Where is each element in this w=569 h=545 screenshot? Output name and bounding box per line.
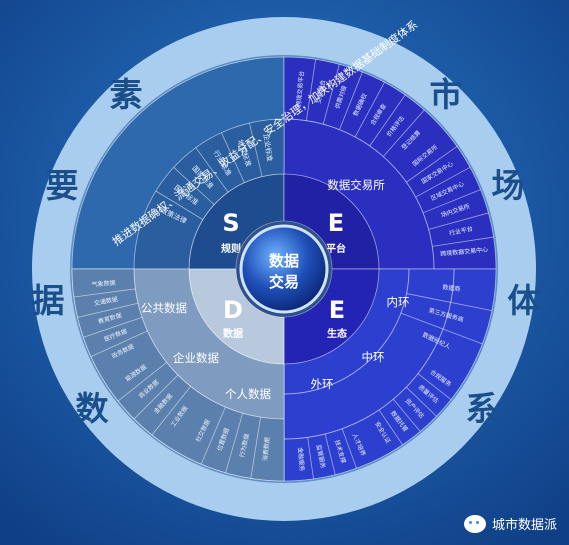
ecology-ring-2 (283, 268, 455, 440)
data-public-div-3 (77, 302, 139, 318)
platform-item-div-1 (406, 146, 458, 183)
data-public-div-2 (83, 316, 143, 338)
watermark: 城市数据派 (463, 514, 557, 533)
ring-char-shi: 市 (430, 75, 463, 114)
hub-title-line2: 交易 (269, 273, 299, 291)
data-outer (71, 268, 285, 482)
platform-fine-div-3 (339, 71, 363, 130)
data-subtitle: 数据 (223, 327, 243, 340)
rules-item-div-4 (221, 132, 245, 183)
platform-fine-div-4 (354, 82, 385, 138)
platform-letter: E (328, 209, 344, 237)
ecology-outer-div-3 (307, 437, 314, 479)
ecology-ring-outer: 外环 (311, 377, 334, 391)
ecology-ring-middle: 中环 (362, 350, 385, 364)
data-public-4: 气象数据 (91, 279, 116, 289)
data-enterprise-div-3 (117, 362, 167, 402)
rules-mid (133, 118, 285, 270)
ring-char-shu: 数 (76, 389, 110, 428)
ecology-outer-div-1 (341, 428, 357, 469)
platform-item-div-4 (428, 212, 489, 230)
data-ring-personal: 个人数据 (225, 387, 271, 401)
platform-fine-div-2 (322, 64, 340, 125)
ecology-letter: E (329, 296, 345, 324)
ecology-outer-3: 金融服务 (296, 447, 306, 472)
ecology-mid-div-4 (378, 409, 403, 445)
quadrant-wedges (71, 56, 497, 482)
rules-subtitle: 规则 (221, 242, 241, 255)
ring-char-yao: 要 (46, 166, 79, 205)
ecology-inner-0: 数据商 (442, 283, 461, 293)
wechat-icon (463, 514, 486, 533)
ecology-outer-div-2 (324, 433, 336, 475)
data-personal-0: 消费数据 (261, 437, 271, 462)
platform-fine-div-1 (305, 59, 316, 121)
data-personal-div-1 (250, 417, 261, 479)
ring-char-xi: 系 (466, 389, 499, 428)
watermark-text: 城市数据派 (491, 518, 557, 533)
platform-fine-div-5 (369, 94, 406, 147)
platform-item-div-5 (432, 236, 494, 247)
platform-subtitle: 平台 (326, 242, 346, 255)
ring-char-ju: 据 (32, 281, 65, 320)
data-public-div-4 (73, 288, 136, 298)
data-ring-enterprise: 企业数据 (173, 351, 219, 365)
ecology-mid-div-2 (406, 386, 437, 417)
ecology-mid-div-3 (392, 398, 421, 432)
rules-item-5: 企业标准 (262, 133, 275, 162)
ecology-mid-div-1 (417, 373, 452, 400)
platform-fine-div-6 (382, 109, 425, 157)
platform-fine-0: 跨境交易平台 (295, 70, 306, 107)
ecology-inner-div-2 (400, 312, 483, 345)
rules-letter: S (222, 209, 239, 237)
ecology-inner-div-1 (406, 293, 492, 312)
ring-char-ti: 体 (508, 281, 541, 320)
data-public-div-1 (90, 330, 148, 357)
ecology-ring-inner: 内环 (387, 295, 410, 309)
platform-item-div-3 (422, 189, 481, 214)
ring-char-su: 素 (110, 75, 143, 114)
spoke-lines (73, 59, 494, 479)
rules-item-div-1 (155, 190, 204, 220)
data-letter: D (223, 296, 243, 324)
data-personal-div-2 (225, 413, 244, 473)
platform-ring-divider (283, 118, 435, 270)
ecology-ring-1 (283, 268, 410, 395)
ecology-subtitle: 生态 (327, 327, 347, 340)
data-enterprise-div-2 (133, 374, 179, 420)
platform-ring-label: 数据交易所 (327, 178, 385, 192)
data-ring-public: 公共数据 (141, 301, 187, 315)
data-personal-div-3 (200, 406, 226, 465)
hub-button (239, 224, 329, 314)
ring-char-chang: 场 (492, 166, 525, 205)
platform-item-div-2 (415, 166, 471, 198)
data-enterprise-div-1 (151, 386, 191, 436)
hub-title-line1: 数据 (269, 252, 299, 270)
rules-item-div-5 (249, 122, 263, 177)
rules-item-div-2 (173, 167, 215, 205)
rules-item-div-3 (195, 147, 229, 193)
